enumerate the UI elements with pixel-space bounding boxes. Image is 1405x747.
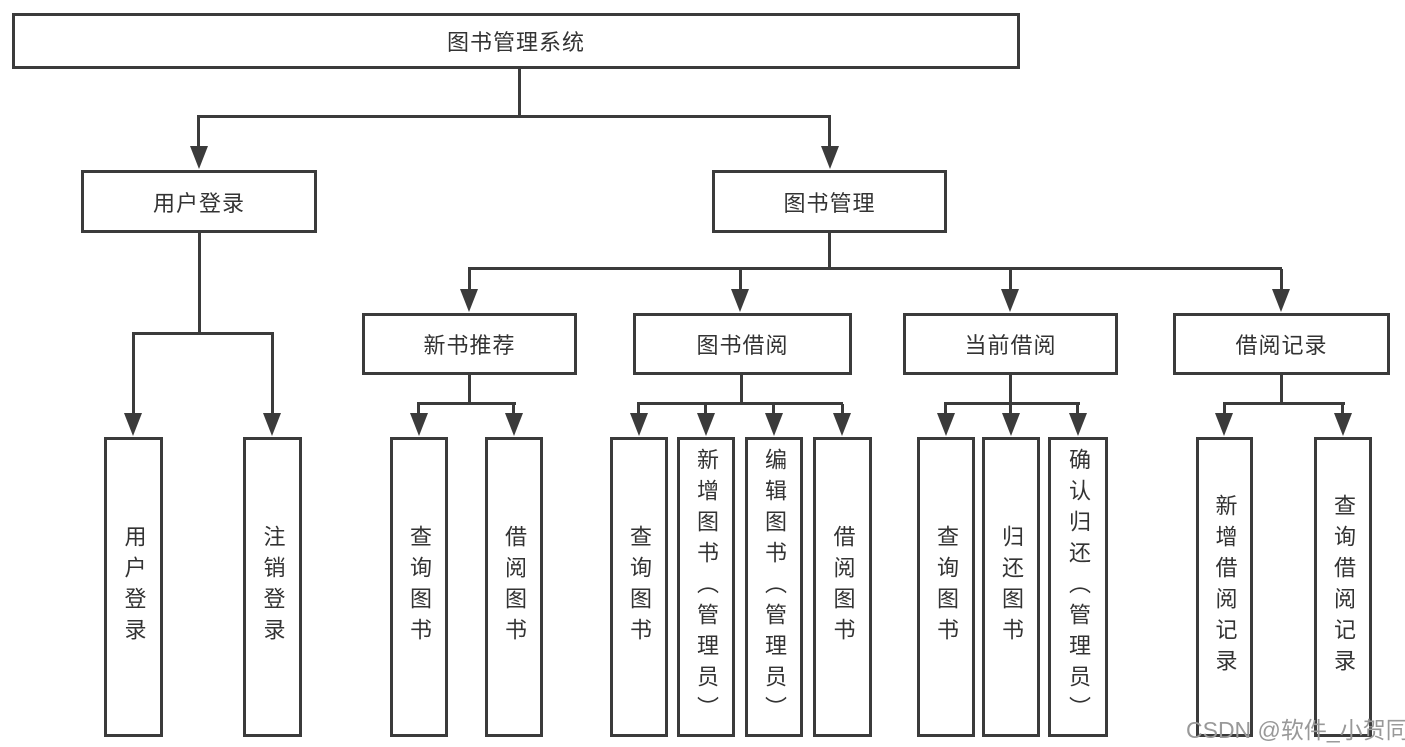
node-label: 编辑图书（管理员） <box>762 447 787 727</box>
connector-arrowhead <box>937 413 955 436</box>
leaf-logout: 注销登录 <box>243 437 302 737</box>
node-user-login: 用户登录 <box>81 170 317 233</box>
connector-arrowhead <box>460 289 478 312</box>
connector-arrowhead <box>765 413 783 436</box>
connector-line <box>637 404 640 415</box>
leaf-edit-books-admin: 编辑图书（管理员） <box>745 437 803 737</box>
node-current-borrowing: 当前借阅 <box>903 313 1118 375</box>
node-label: 新增借阅记录 <box>1212 494 1238 680</box>
connector-arrowhead <box>833 413 851 436</box>
connector-arrowhead <box>630 413 648 436</box>
node-label: 图书管理 <box>783 190 876 216</box>
connector-line <box>841 404 844 415</box>
connector-line <box>512 404 515 415</box>
connector-line <box>637 402 843 405</box>
node-book-borrowing: 图书借阅 <box>633 313 852 375</box>
node-label: 归还图书 <box>999 525 1024 649</box>
leaf-query-books-current: 查询图书 <box>917 437 975 737</box>
connector-line <box>518 69 521 118</box>
leaf-borrow-books-borrowing: 借阅图书 <box>813 437 872 737</box>
connector-arrowhead <box>1002 413 1020 436</box>
node-label: 新书推荐 <box>423 333 516 358</box>
connector-line <box>704 404 707 415</box>
connector-arrowhead <box>731 289 749 312</box>
node-label: 查询借阅记录 <box>1331 494 1356 680</box>
leaf-borrow-books-recommend: 借阅图书 <box>485 437 543 737</box>
node-label: 查询图书 <box>627 525 652 649</box>
node-label: 图书借阅 <box>696 333 789 358</box>
connector-arrowhead <box>1215 413 1233 436</box>
connector-line <box>1223 404 1226 415</box>
connector-line <box>468 269 471 292</box>
connector-arrowhead <box>1069 413 1087 436</box>
node-label: 借阅记录 <box>1235 333 1328 358</box>
connector-line <box>944 404 947 415</box>
node-label: 查询图书 <box>934 525 959 649</box>
node-borrowing-records: 借阅记录 <box>1173 313 1390 375</box>
connector-line <box>468 267 1282 270</box>
leaf-query-books-borrowing: 查询图书 <box>610 437 668 737</box>
connector-line <box>1280 269 1283 292</box>
connector-line <box>739 269 742 292</box>
connector-line <box>1223 402 1345 405</box>
connector-line <box>132 332 274 335</box>
connector-arrowhead <box>1272 289 1290 312</box>
leaf-query-borrow-record: 查询借阅记录 <box>1314 437 1372 737</box>
connector-line <box>417 404 420 415</box>
node-label: 图书管理系统 <box>446 30 585 55</box>
connector-arrowhead <box>1334 413 1352 436</box>
connector-arrowhead <box>190 146 208 169</box>
node-label: 查询图书 <box>407 525 432 649</box>
connector-line <box>1076 404 1079 415</box>
connector-arrowhead <box>263 413 281 436</box>
connector-arrowhead <box>410 413 428 436</box>
node-library-system: 图书管理系统 <box>12 13 1020 69</box>
leaf-return-books: 归还图书 <box>982 437 1040 737</box>
connector-line <box>740 375 743 405</box>
connector-line <box>132 334 135 414</box>
connector-line <box>772 404 775 415</box>
node-label: 注销登录 <box>260 525 286 649</box>
connector-arrowhead <box>505 413 523 436</box>
connector-line <box>197 115 831 118</box>
connector-line <box>468 375 471 405</box>
connector-line <box>1009 375 1012 405</box>
connector-arrowhead <box>124 413 142 436</box>
leaf-confirm-return-admin: 确认归还（管理员） <box>1048 437 1108 737</box>
connector-line <box>1009 404 1012 415</box>
connector-line <box>417 402 516 405</box>
watermark: CSDN @软件_小贺同学 <box>1186 717 1405 743</box>
node-label: 用户登录 <box>152 190 245 216</box>
connector-line <box>198 233 201 335</box>
connector-arrowhead <box>1001 289 1019 312</box>
connector-line <box>1280 375 1283 405</box>
connector-line <box>271 334 274 414</box>
connector-line <box>828 233 831 270</box>
node-new-book-recommend: 新书推荐 <box>362 313 577 375</box>
node-label: 当前借阅 <box>964 333 1057 358</box>
connector-line <box>1341 404 1344 415</box>
node-label: 新增图书（管理员） <box>694 447 719 727</box>
connector-arrowhead <box>821 146 839 169</box>
leaf-add-books-admin: 新增图书（管理员） <box>677 437 735 737</box>
node-label: 确认归还（管理员） <box>1066 447 1091 727</box>
node-book-management: 图书管理 <box>712 170 947 233</box>
leaf-query-books-recommend: 查询图书 <box>390 437 448 737</box>
connector-arrowhead <box>697 413 715 436</box>
node-label: 借阅图书 <box>830 525 856 649</box>
node-label: 用户登录 <box>121 525 147 649</box>
leaf-user-login: 用户登录 <box>104 437 163 737</box>
connector-line <box>197 117 200 149</box>
leaf-add-borrow-record: 新增借阅记录 <box>1196 437 1253 737</box>
connector-line <box>828 117 831 149</box>
connector-line <box>944 402 1080 405</box>
connector-line <box>1009 269 1012 292</box>
node-label: 借阅图书 <box>502 525 527 649</box>
